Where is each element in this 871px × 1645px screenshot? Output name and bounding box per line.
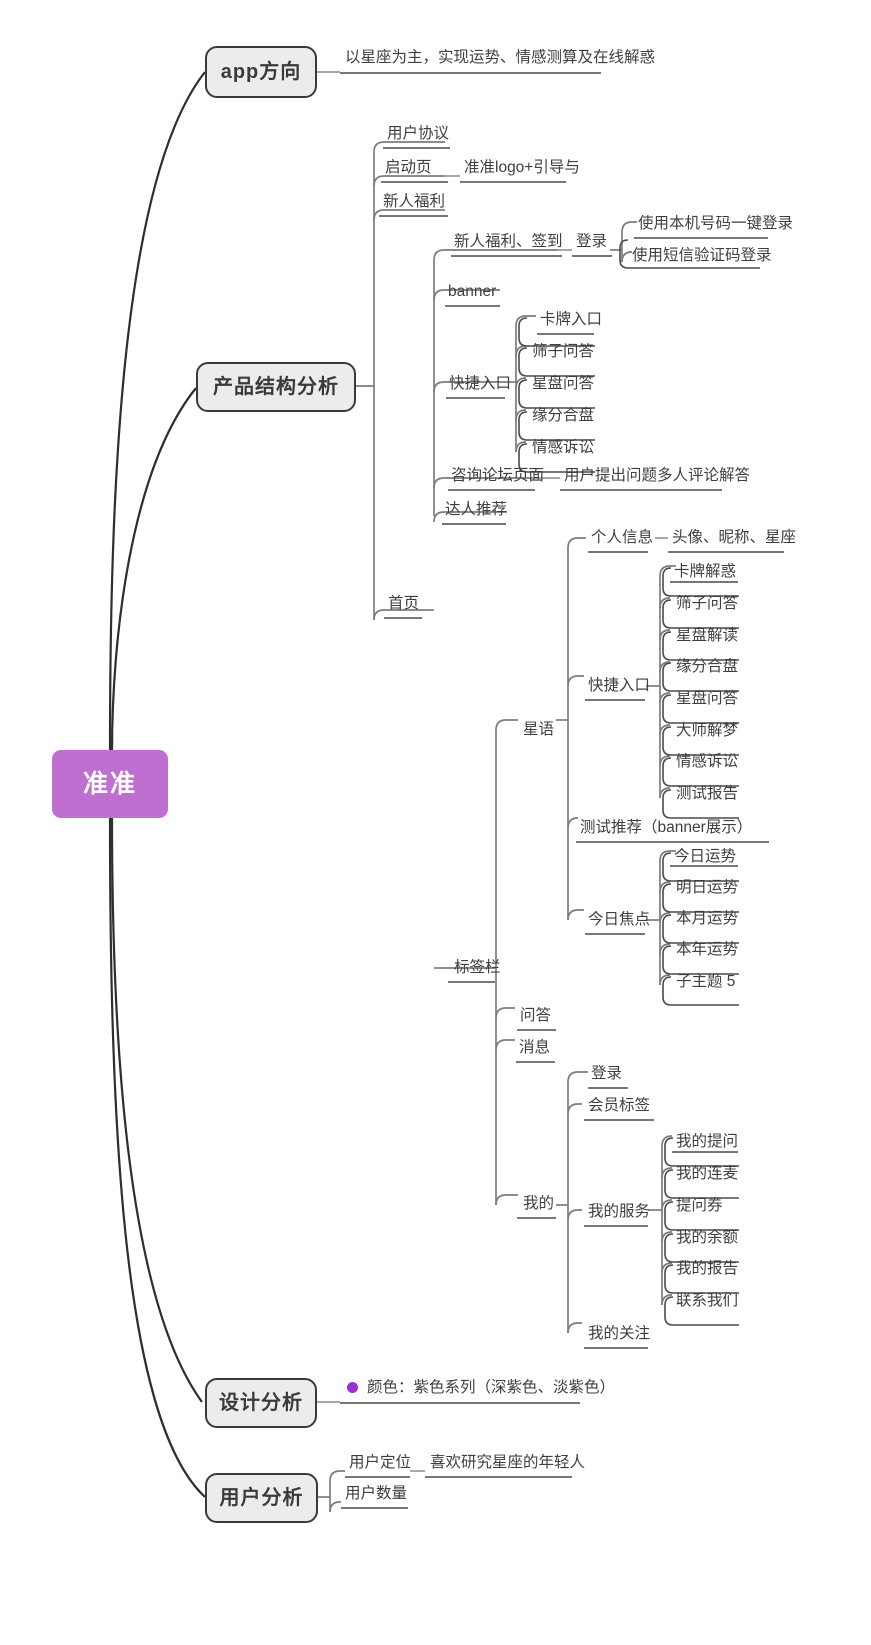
branch-design-analysis[interactable]: 设计分析 xyxy=(205,1378,317,1428)
leaf-app-direction-desc[interactable]: 以星座为主，实现运势、情感测算及在线解惑 xyxy=(345,49,656,66)
color-bullet-icon xyxy=(347,1382,358,1394)
root-node[interactable]: 准准 xyxy=(52,750,168,818)
leaf-dice-qa[interactable]: 筛子问答 xyxy=(676,595,739,612)
leaf-design-color-text: 颜色：紫色系列（深紫色、淡紫色） xyxy=(367,1379,616,1396)
leaf-synastry[interactable]: 缘分合盘 xyxy=(676,658,739,675)
leaf-login-phone[interactable]: 使用本机号码一键登录 xyxy=(638,215,794,232)
leaf-quick-entry-home[interactable]: 快捷入口 xyxy=(449,375,512,392)
leaf-my-mic[interactable]: 我的连麦 xyxy=(676,1165,739,1182)
leaf-login[interactable]: 登录 xyxy=(576,233,608,250)
leaf-my-balance[interactable]: 我的余额 xyxy=(676,1229,739,1246)
leaf-dream[interactable]: 大师解梦 xyxy=(676,722,739,739)
leaf-my-question[interactable]: 我的提问 xyxy=(676,1133,739,1150)
leaf-contact-us[interactable]: 联系我们 xyxy=(676,1292,739,1309)
leaf-my-report[interactable]: 我的报告 xyxy=(676,1260,739,1277)
leaf-fortune-year[interactable]: 本年运势 xyxy=(676,941,739,958)
leaf-user-position-desc[interactable]: 喜欢研究星座的年轻人 xyxy=(430,1454,586,1471)
leaf-expert-rec[interactable]: 达人推荐 xyxy=(445,501,508,518)
leaf-quick-entry-xingyu[interactable]: 快捷入口 xyxy=(588,677,651,694)
leaf-card-entry[interactable]: 卡牌入口 xyxy=(540,311,603,328)
leaf-personal-info[interactable]: 个人信息 xyxy=(591,529,654,546)
leaf-subtopic-5[interactable]: 子主题 5 xyxy=(676,973,736,990)
leaf-today-focus[interactable]: 今日焦点 xyxy=(588,911,651,928)
leaf-user-count[interactable]: 用户数量 xyxy=(345,1485,408,1502)
leaf-user-agreement[interactable]: 用户协议 xyxy=(387,125,450,142)
leaf-splash-desc[interactable]: 准准logo+引导与 xyxy=(464,159,580,176)
leaf-banner[interactable]: banner xyxy=(448,283,497,300)
leaf-card-reading[interactable]: 卡牌解惑 xyxy=(674,563,737,580)
leaf-mine[interactable]: 我的 xyxy=(523,1195,555,1212)
leaf-emotion-home[interactable]: 情感诉讼 xyxy=(532,439,595,456)
leaf-login-sms[interactable]: 使用短信验证码登录 xyxy=(632,247,772,264)
leaf-qa[interactable]: 问答 xyxy=(520,1007,552,1024)
leaf-xingyu[interactable]: 星语 xyxy=(523,721,555,738)
leaf-fortune-today[interactable]: 今日运势 xyxy=(674,848,737,865)
branch-app-direction[interactable]: app方向 xyxy=(205,46,317,98)
leaf-chart-qa[interactable]: 星盘问答 xyxy=(676,690,739,707)
leaf-test-report[interactable]: 测试报告 xyxy=(676,785,739,802)
leaf-test-rec[interactable]: 测试推荐（banner展示） xyxy=(580,819,753,836)
leaf-home[interactable]: 首页 xyxy=(388,595,420,612)
leaf-splash[interactable]: 启动页 xyxy=(385,159,432,176)
leaf-emotion-suit[interactable]: 情感诉讼 xyxy=(676,753,739,770)
leaf-mine-login[interactable]: 登录 xyxy=(591,1065,623,1082)
leaf-message[interactable]: 消息 xyxy=(519,1039,551,1056)
leaf-design-color[interactable]: 颜色：紫色系列（深紫色、淡紫色） xyxy=(345,1380,617,1399)
leaf-tabbar[interactable]: 标签栏 xyxy=(454,959,501,976)
leaf-personal-info-desc[interactable]: 头像、昵称、星座 xyxy=(672,529,797,546)
leaf-newbie-signin[interactable]: 新人福利、签到 xyxy=(454,233,563,250)
leaf-fortune-tomorrow[interactable]: 明日运势 xyxy=(676,879,739,896)
leaf-member-tag[interactable]: 会员标签 xyxy=(588,1097,651,1114)
branch-user-analysis[interactable]: 用户分析 xyxy=(205,1473,318,1523)
leaf-my-follow[interactable]: 我的关注 xyxy=(588,1325,651,1342)
branch-product-structure[interactable]: 产品结构分析 xyxy=(196,362,356,412)
leaf-user-position[interactable]: 用户定位 xyxy=(349,1454,412,1471)
leaf-synastry-home[interactable]: 缘分合盘 xyxy=(532,407,595,424)
leaf-my-service[interactable]: 我的服务 xyxy=(588,1203,651,1220)
leaf-fortune-month[interactable]: 本月运势 xyxy=(676,910,739,927)
leaf-newbie-welfare[interactable]: 新人福利 xyxy=(383,193,446,210)
leaf-question-coupon[interactable]: 提问券 xyxy=(676,1197,723,1214)
leaf-chart-qa-home[interactable]: 星盘问答 xyxy=(532,375,595,392)
leaf-chart-reading[interactable]: 星盘解读 xyxy=(676,627,739,644)
leaf-forum-page[interactable]: 咨询论坛页面 xyxy=(451,467,545,484)
leaf-dice-qa-home[interactable]: 筛子问答 xyxy=(532,343,595,360)
leaf-forum-desc[interactable]: 用户提出问题多人评论解答 xyxy=(564,467,751,484)
